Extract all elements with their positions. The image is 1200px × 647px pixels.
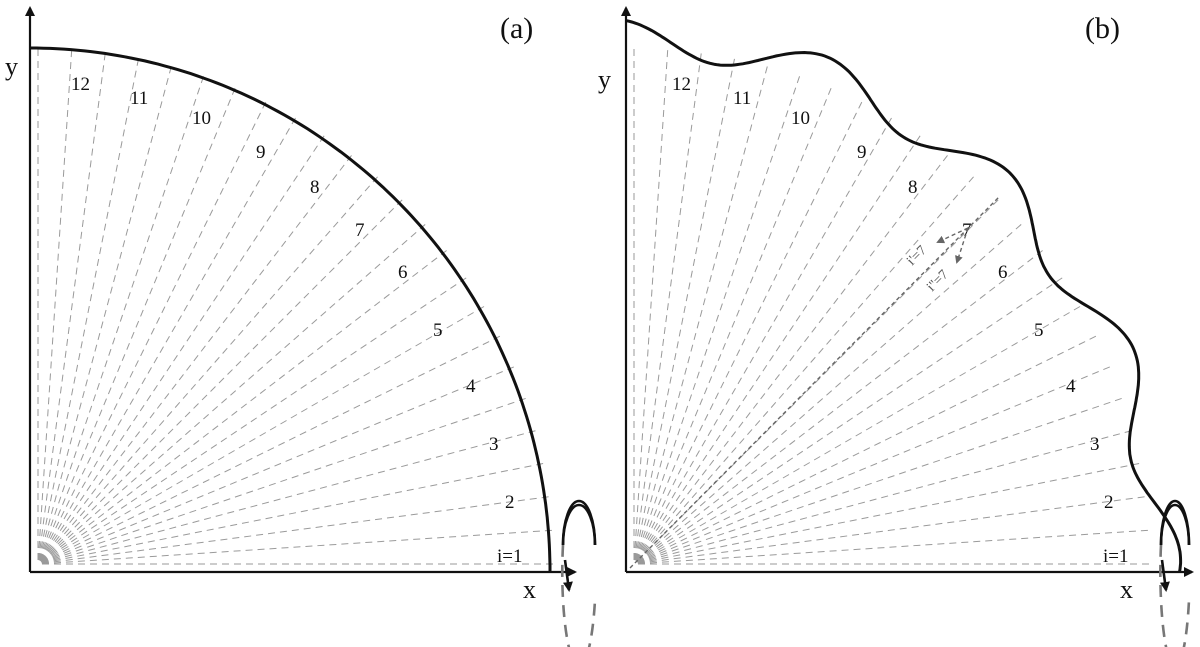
y-axis-label-b: y — [598, 65, 611, 94]
radial-line — [634, 71, 802, 561]
radial-line — [39, 97, 269, 561]
radial-line — [637, 364, 1115, 563]
radial-line — [40, 247, 451, 562]
radial-line — [637, 428, 1137, 564]
ellipse-back-a — [560, 544, 597, 647]
radial-line — [637, 495, 1150, 564]
radial-line — [38, 48, 107, 561]
radial-line — [636, 151, 951, 562]
sector-label: 5 — [433, 320, 443, 341]
ellipse-front-a — [561, 499, 597, 546]
radial-line — [41, 529, 557, 565]
sector-label: 9 — [857, 142, 867, 163]
radial-line — [634, 48, 703, 561]
sector-label: 12 — [71, 74, 90, 95]
sector-label: 2 — [505, 492, 515, 513]
radial-line — [37, 45, 73, 561]
radial-line — [636, 195, 1003, 562]
panel-b: (b) y x i=1 2 3 4 5 6 7 8 9 10 11 12 i'=… — [598, 6, 1194, 647]
radial-line — [636, 247, 1047, 562]
sector-label: 8 — [908, 177, 918, 198]
sector-7-annotation: i'=7 i''=7 — [629, 195, 1001, 569]
radial-line — [636, 172, 978, 562]
sector-label: 3 — [489, 434, 499, 455]
rotation-ellipse-b — [1159, 499, 1191, 647]
radial-line — [41, 274, 471, 563]
annotation-diagonal — [629, 195, 1001, 569]
radial-line — [635, 97, 865, 561]
rotation-arrow-b — [1159, 559, 1170, 592]
radial-line — [38, 71, 206, 561]
radial-line — [635, 131, 924, 561]
rotation-ellipse-a — [560, 499, 597, 647]
radial-line — [41, 333, 505, 563]
sector-label: 10 — [791, 108, 810, 129]
radial-line — [38, 61, 174, 561]
sector-label: 7 — [355, 220, 365, 241]
radial-line — [40, 172, 382, 562]
radial-line — [39, 113, 299, 561]
radial-lines-b — [633, 44, 1154, 565]
ellipse-top-a — [561, 503, 597, 546]
sector-label: i=1 — [497, 546, 523, 567]
sector-label: 11 — [733, 88, 751, 109]
annotation-arrow-2 — [955, 227, 969, 264]
sector-labels-a: i=1 2 3 4 5 6 7 8 9 10 11 12 — [71, 74, 523, 567]
radial-lines-a — [37, 44, 558, 565]
annotation-label-1: i'=7 — [904, 243, 930, 269]
annotation-label-2: i''=7 — [924, 267, 951, 294]
radial-line — [41, 495, 554, 564]
radial-line — [636, 220, 1026, 562]
radial-line — [635, 113, 895, 561]
radial-line — [41, 303, 489, 563]
radial-line — [39, 131, 328, 561]
panel-label-b: (b) — [1085, 12, 1120, 45]
sector-label: 12 — [672, 74, 691, 95]
radial-line — [38, 53, 140, 561]
annotation-arrow-1 — [936, 227, 969, 244]
radial-line — [41, 364, 519, 563]
sector-label: 4 — [466, 376, 476, 397]
sector-label: 4 — [1066, 376, 1076, 397]
y-axis-label-a: y — [5, 52, 18, 81]
ellipse-back-b — [1159, 544, 1191, 647]
boundary-curve-b — [625, 19, 1183, 573]
radial-line — [40, 195, 407, 562]
radial-line — [635, 83, 834, 561]
radial-line — [41, 396, 531, 564]
radial-line — [637, 333, 1101, 563]
radial-line — [637, 462, 1145, 564]
radial-line — [634, 61, 770, 561]
radial-line — [41, 428, 541, 564]
radial-line — [637, 396, 1127, 564]
sector-label: 9 — [256, 142, 266, 163]
sector-label: 6 — [398, 262, 408, 283]
x-axis-label-b: x — [1120, 575, 1133, 604]
sector-label: 2 — [1104, 492, 1114, 513]
sector-label: 5 — [1034, 320, 1044, 341]
radial-line — [40, 151, 355, 562]
radial-line — [39, 83, 238, 561]
sector-label: 10 — [192, 108, 211, 129]
radial-line — [633, 45, 669, 561]
radial-line — [637, 529, 1153, 565]
sector-label: 11 — [130, 88, 148, 109]
radial-line — [41, 462, 549, 564]
radial-line — [634, 53, 736, 561]
boundary-curve-a — [30, 46, 552, 572]
panel-a: (a) y x i=1 2 3 4 5 6 7 8 9 10 11 12 — [5, 6, 597, 647]
radial-line — [40, 220, 430, 562]
sector-label: 3 — [1090, 434, 1100, 455]
ellipse-top-b — [1159, 503, 1191, 546]
panel-label-a: (a) — [500, 12, 533, 45]
x-axis-label-a: x — [523, 575, 536, 604]
radial-line — [637, 274, 1067, 563]
rotation-arrow-a — [562, 559, 573, 592]
sector-label: 6 — [998, 262, 1008, 283]
sector-label: 8 — [310, 177, 320, 198]
radial-line — [637, 303, 1085, 563]
sector-label: i=1 — [1103, 546, 1129, 567]
